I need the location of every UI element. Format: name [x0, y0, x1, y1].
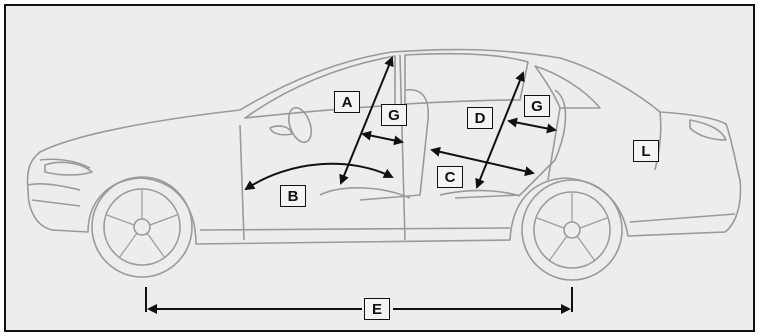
dimension-a-arrow	[339, 56, 394, 185]
rear-wheel	[521, 179, 623, 281]
label-b: B	[280, 185, 306, 207]
label-g-front: G	[381, 104, 407, 126]
dimension-g-front-arrow	[361, 130, 404, 146]
dimension-d-arrow	[475, 71, 525, 189]
car-body	[26, 48, 742, 245]
label-l: L	[633, 140, 659, 162]
dimension-g-rear-arrow	[507, 117, 557, 134]
front-wheel	[91, 176, 193, 278]
label-g-rear: G	[524, 95, 550, 117]
label-c: C	[437, 166, 463, 188]
label-a: A	[334, 91, 360, 113]
label-d: D	[467, 107, 493, 129]
dimension-b-arrow	[244, 162, 394, 191]
label-e: E	[364, 298, 390, 320]
